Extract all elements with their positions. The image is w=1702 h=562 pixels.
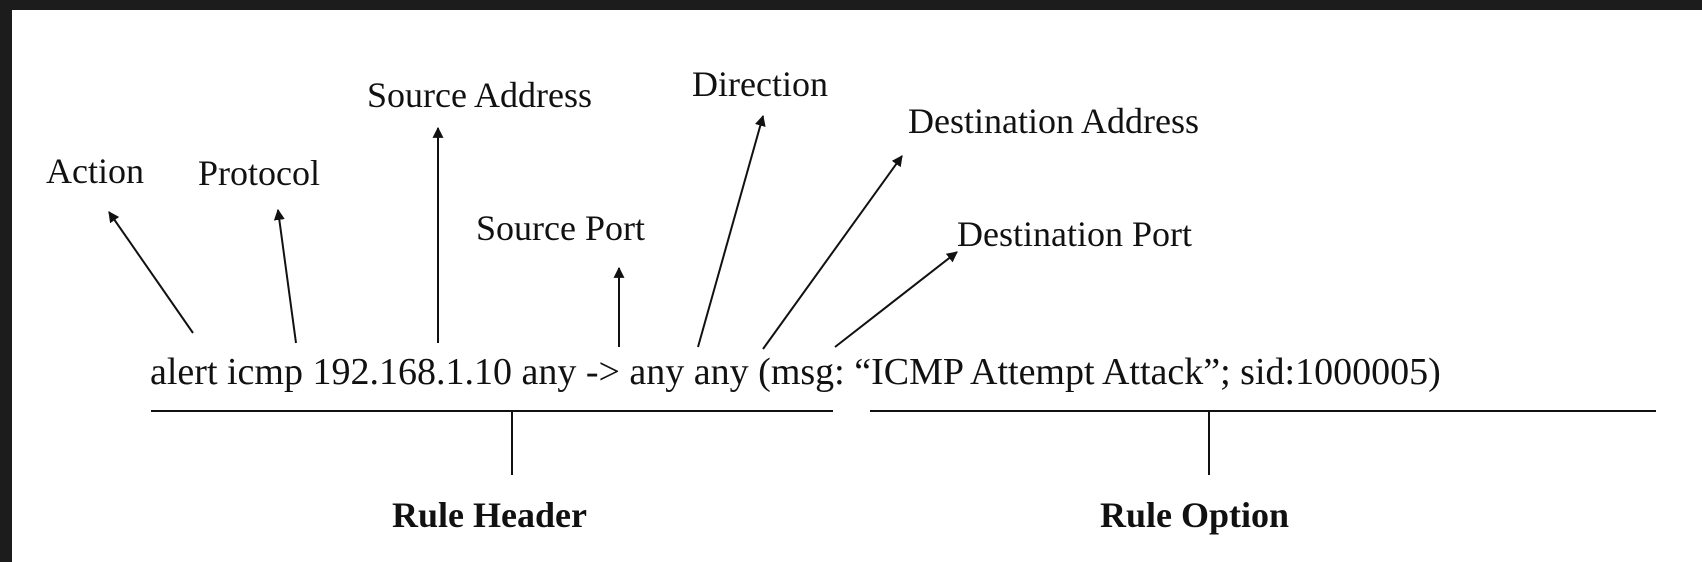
- rule-text: alert icmp 192.168.1.10 any -> any any (…: [150, 351, 1441, 393]
- arrow-protocol: [273, 208, 297, 344]
- label-source-port: Source Port: [476, 208, 645, 248]
- arrow-destination-address: [762, 155, 903, 350]
- label-destination-address: Destination Address: [908, 101, 1199, 141]
- arrow-action: [108, 211, 194, 334]
- label-destination-port: Destination Port: [957, 214, 1192, 254]
- section-rule-option: Rule Option: [1100, 495, 1290, 535]
- diagram-panel: [12, 10, 1702, 562]
- label-source-address: Source Address: [367, 75, 592, 115]
- label-direction: Direction: [692, 64, 828, 104]
- section-rule-header: Rule Header: [392, 495, 587, 535]
- label-protocol: Protocol: [198, 153, 320, 193]
- label-action: Action: [46, 151, 144, 191]
- arrow-destination-port: [834, 251, 958, 348]
- arrow-direction: [697, 114, 766, 348]
